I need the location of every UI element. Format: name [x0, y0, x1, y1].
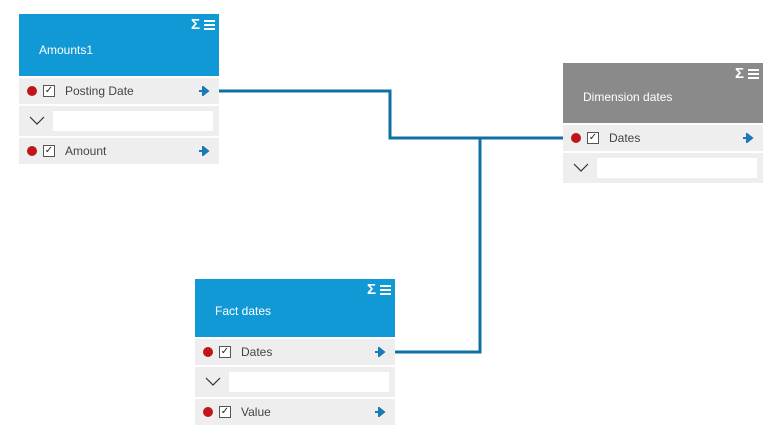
key-dot-icon: [203, 407, 213, 417]
menu-icon[interactable]: [748, 69, 759, 79]
field-row[interactable]: ✓ Dates: [195, 337, 395, 365]
arrow-right-icon[interactable]: [375, 347, 387, 357]
field-label: Dates: [609, 131, 641, 145]
key-dot-icon: [571, 133, 581, 143]
table-card-dimension-dates[interactable]: Dimension dates Σ ✓ Dates: [563, 63, 763, 183]
table-header[interactable]: Amounts1 Σ: [19, 14, 219, 76]
sigma-icon[interactable]: Σ: [366, 281, 376, 298]
chevron-down-icon[interactable]: [205, 377, 221, 387]
field-label: Amount: [65, 144, 107, 158]
field-checkbox[interactable]: ✓: [587, 132, 599, 144]
menu-icon[interactable]: [204, 20, 215, 30]
field-label: Dates: [241, 345, 273, 359]
field-row[interactable]: ✓ Posting Date: [19, 76, 219, 104]
field-checkbox[interactable]: ✓: [219, 406, 231, 418]
arrow-right-icon[interactable]: [199, 86, 211, 96]
field-checkbox[interactable]: ✓: [43, 145, 55, 157]
field-label: Value: [241, 405, 271, 419]
table-title: Dimension dates: [583, 90, 673, 104]
table-card-fact-dates[interactable]: Fact dates Σ ✓ Dates ✓ Value: [195, 279, 395, 425]
key-dot-icon: [27, 146, 37, 156]
filter-row: [19, 104, 219, 136]
field-label: Posting Date: [65, 84, 134, 98]
field-row[interactable]: ✓ Dates: [563, 123, 763, 151]
arrow-right-icon[interactable]: [199, 146, 211, 156]
field-row[interactable]: ✓ Value: [195, 397, 395, 425]
filter-input[interactable]: [229, 372, 389, 392]
filter-row: [195, 365, 395, 397]
arrow-right-icon[interactable]: [375, 407, 387, 417]
relationship-line-posting-date-to-dates[interactable]: [213, 89, 570, 140]
field-row[interactable]: ✓ Amount: [19, 136, 219, 164]
filter-row: [563, 151, 763, 183]
relationship-line-fact-dates-to-dates[interactable]: [390, 136, 570, 354]
sigma-icon[interactable]: Σ: [734, 65, 744, 82]
table-header[interactable]: Dimension dates Σ: [563, 63, 763, 123]
chevron-down-icon[interactable]: [573, 163, 589, 173]
table-header[interactable]: Fact dates Σ: [195, 279, 395, 337]
table-title: Amounts1: [39, 43, 94, 57]
field-checkbox[interactable]: ✓: [43, 85, 55, 97]
filter-input[interactable]: [597, 158, 757, 178]
menu-icon[interactable]: [380, 285, 391, 295]
sigma-icon[interactable]: Σ: [190, 16, 200, 33]
table-title: Fact dates: [215, 304, 272, 318]
arrow-right-icon[interactable]: [743, 133, 755, 143]
key-dot-icon: [27, 86, 37, 96]
filter-input[interactable]: [53, 111, 213, 131]
chevron-down-icon[interactable]: [29, 116, 45, 126]
table-card-amounts1[interactable]: Amounts1 Σ ✓ Posting Date ✓ Amount: [19, 14, 219, 164]
key-dot-icon: [203, 347, 213, 357]
field-checkbox[interactable]: ✓: [219, 346, 231, 358]
